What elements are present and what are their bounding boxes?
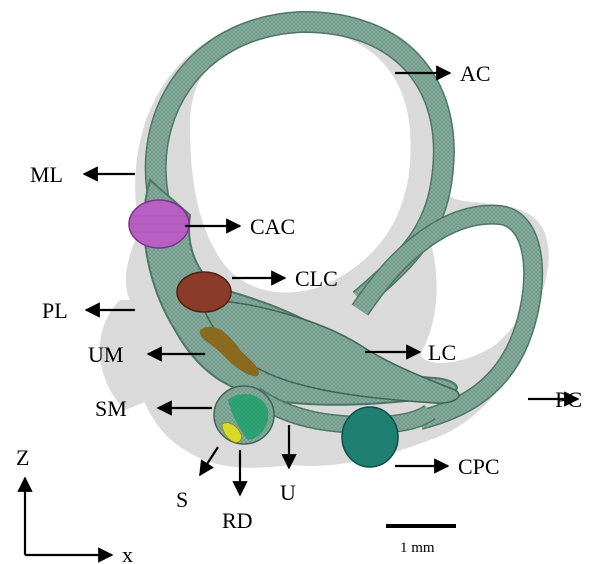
label-sm: SM xyxy=(95,396,127,421)
label-cac: CAC xyxy=(250,214,295,239)
z-axis-label: Z xyxy=(16,445,29,470)
label-lc: LC xyxy=(428,340,456,365)
label-ac: AC xyxy=(460,61,491,86)
label-cpc: CPC xyxy=(458,454,500,479)
label-pl: PL xyxy=(42,298,68,323)
label-um: UM xyxy=(88,342,123,367)
scale-bar-label: 1 mm xyxy=(400,540,435,556)
label-u: U xyxy=(280,480,296,505)
posterior-ampulla xyxy=(342,407,398,467)
label-pc: PC xyxy=(555,387,582,412)
label-clc: CLC xyxy=(295,266,338,291)
x-axis-label: x xyxy=(122,542,133,564)
label-s: S xyxy=(176,487,188,512)
label-rd: RD xyxy=(222,508,253,533)
label-ml: ML xyxy=(30,162,63,187)
lateral-ampulla xyxy=(177,272,231,312)
